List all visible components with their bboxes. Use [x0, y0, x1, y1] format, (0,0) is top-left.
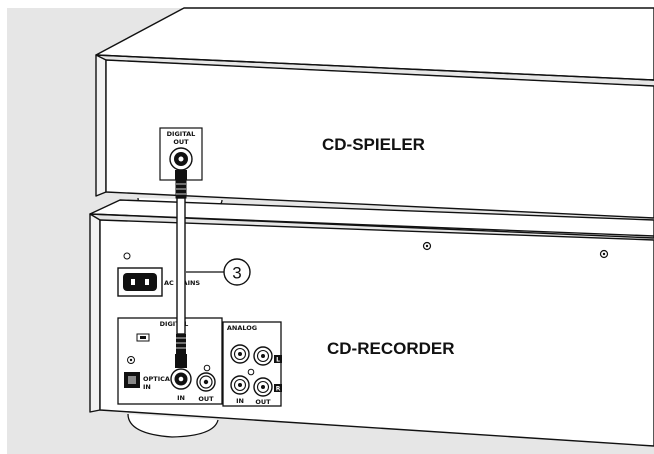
optical-in-label: IN [143, 383, 151, 391]
cd-recorder-label: CD-RECORDER [327, 339, 455, 358]
channel-right-label: R [276, 386, 281, 393]
player-digital-label: DIGITAL [167, 130, 196, 138]
recorder-left-face [89, 213, 101, 413]
optical-label: OPTICAL [143, 375, 174, 383]
callout-circle [223, 258, 251, 286]
channel-left-label: L [276, 357, 280, 364]
recorder-top-surface [89, 199, 654, 239]
callout-3: 3 [186, 258, 251, 286]
recorder-digital-label: DIGITAL [160, 320, 189, 328]
coax-in-label: IN [177, 394, 185, 402]
cd-player-label: CD-SPIELER [322, 135, 425, 154]
cable-bottom-plug [176, 334, 186, 354]
player-edge-line-inner [105, 59, 654, 87]
coax-out-label: OUT [198, 395, 214, 403]
callout-number: 3 [232, 264, 241, 283]
channel-left-marker [274, 355, 282, 363]
cable-top-plug [175, 170, 187, 180]
recorder-analog-panel: ANALOG L R IN OUT [222, 321, 282, 407]
recorder-screws [422, 241, 609, 259]
recorder-foot [127, 413, 219, 438]
recorder-digital-panel: DIGITAL OPTICAL IN IN OUT [117, 317, 223, 405]
player-out-label: OUT [173, 138, 189, 146]
analog-out-label: OUT [255, 398, 271, 406]
player-left-face [95, 54, 107, 197]
analog-label: ANALOG [227, 324, 257, 332]
player-edge-line [95, 54, 654, 81]
cable-body [176, 197, 186, 335]
coaxial-cable [175, 170, 187, 368]
cd-player-unit [95, 7, 654, 219]
analog-in-label: IN [236, 397, 244, 405]
player-coax-jack-pin [178, 156, 184, 162]
channel-right-marker [274, 384, 282, 392]
